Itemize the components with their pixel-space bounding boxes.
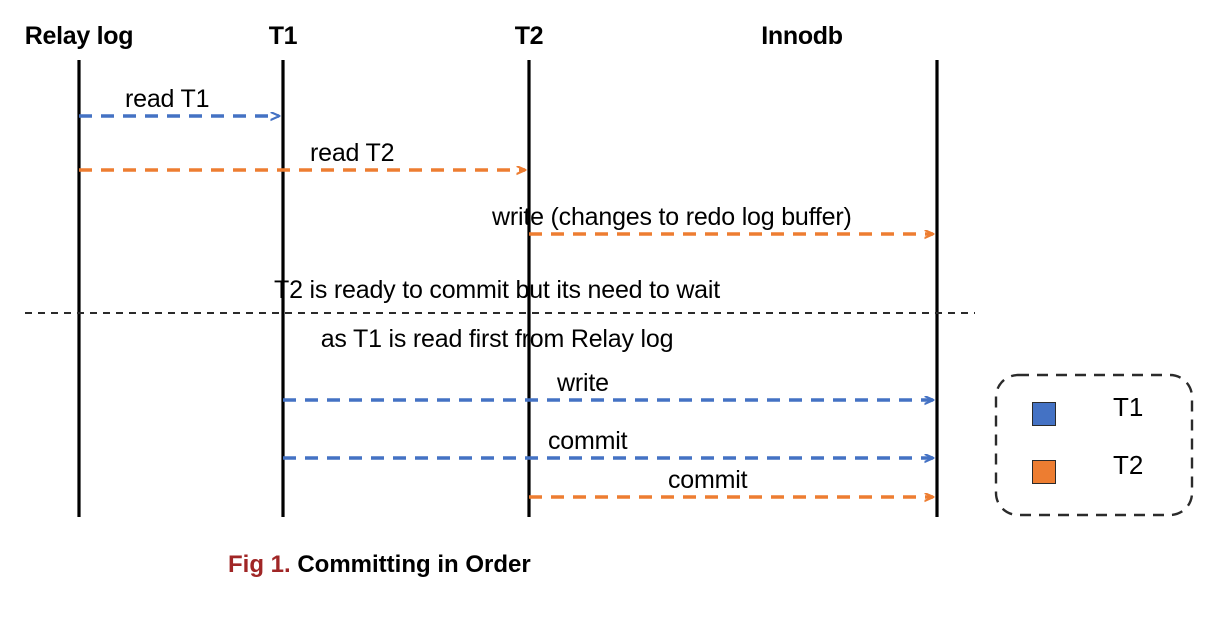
message-label-commit-t1: commit xyxy=(548,427,628,455)
figure-caption: Fig 1. Committing in Order xyxy=(228,551,531,579)
lifelines-group xyxy=(77,60,939,517)
message-label-write-t1: write xyxy=(557,369,609,397)
message-arrows-group xyxy=(79,116,933,497)
lane-header-t1: T1 xyxy=(268,22,298,50)
legend-swatch-t2 xyxy=(1032,460,1056,484)
lane-header-relay-log: Relay log xyxy=(24,22,134,50)
legend-swatch-t1 xyxy=(1032,402,1056,426)
figure-number: Fig 1. xyxy=(228,551,291,578)
note-line-2: as T1 is read first from Relay log xyxy=(320,325,674,353)
legend-box-border xyxy=(994,373,1194,517)
figure-title: Committing in Order xyxy=(297,551,531,578)
message-label-write-redo-log-buffer: write (changes to redo log buffer) xyxy=(492,203,852,231)
legend-label-t1: T1 xyxy=(1113,392,1144,422)
lane-header-t2: T2 xyxy=(514,22,544,50)
message-label-read-t1: read T1 xyxy=(125,85,210,113)
message-label-read-t2: read T2 xyxy=(310,139,395,167)
note-line-1: T2 is ready to commit but its need to wa… xyxy=(274,276,720,304)
legend-label-t2: T2 xyxy=(1113,450,1144,480)
message-label-commit-t2: commit xyxy=(668,466,748,494)
lane-header-innodb: Innodb xyxy=(761,22,843,50)
